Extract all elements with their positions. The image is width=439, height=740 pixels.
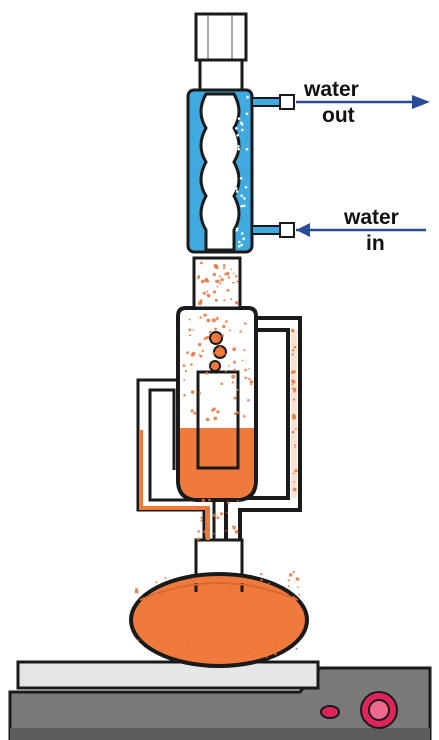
water-out-label-line1: water xyxy=(303,78,359,101)
water-in-label-line1: water xyxy=(343,206,399,229)
water-in-label-line2: in xyxy=(366,232,385,255)
solvent-in-flask xyxy=(131,574,307,666)
reflux-condenser xyxy=(188,14,294,252)
water-inlet-port xyxy=(252,223,294,237)
water-outlet-port xyxy=(252,95,294,109)
water-out-label-line2: out xyxy=(322,104,355,127)
hot-plate-top xyxy=(18,662,318,688)
hot-plate xyxy=(10,662,430,740)
round-bottom-flask xyxy=(131,540,307,666)
soxhlet-extractor xyxy=(178,258,256,500)
condenser-top-joint xyxy=(196,14,246,60)
solvent-in-extractor xyxy=(180,428,254,498)
indicator-light xyxy=(321,706,339,718)
